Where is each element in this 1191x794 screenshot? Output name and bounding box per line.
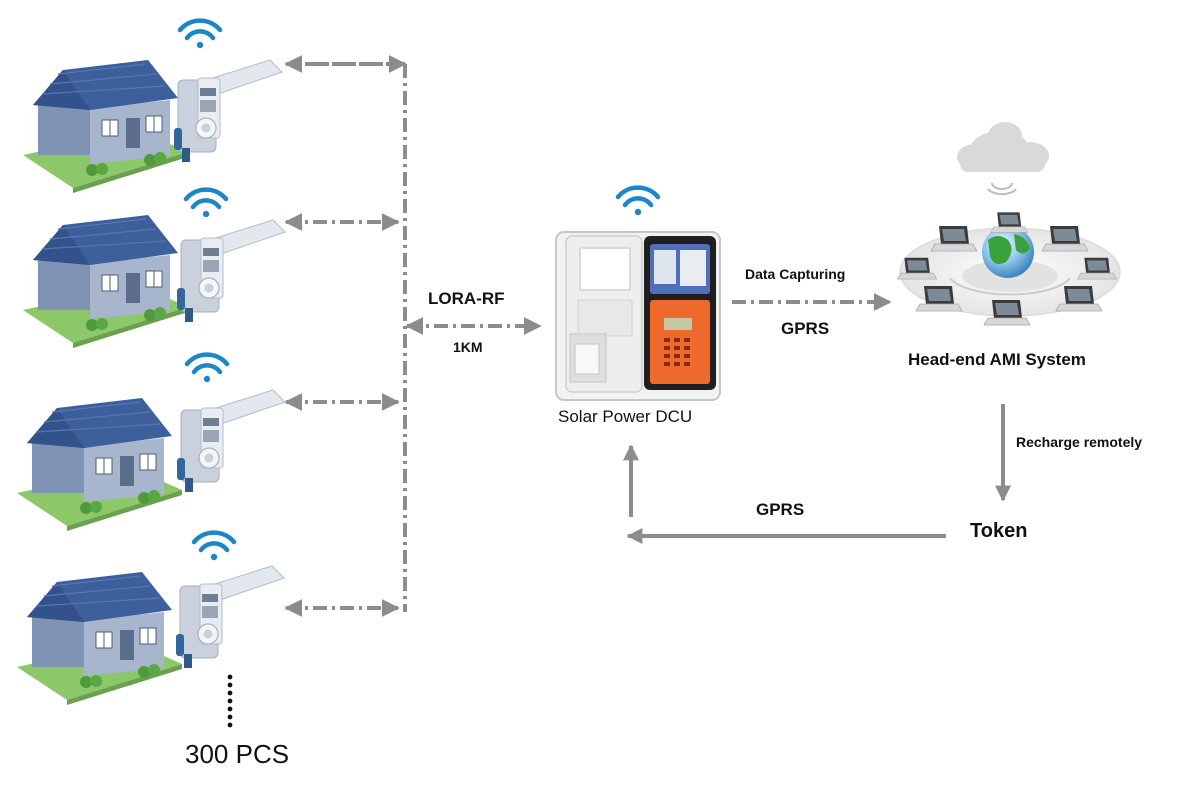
house-icon (16, 59, 189, 706)
lora-links (284, 55, 542, 617)
gprs-top-label: GPRS (781, 319, 830, 338)
gprs-bottom-label: GPRS (756, 500, 805, 519)
dcu-label: Solar Power DCU (558, 407, 693, 426)
return-path-arrows (623, 404, 1011, 544)
distance-label: 1KM (453, 339, 483, 355)
headend-label: Head-end AMI System (908, 350, 1086, 369)
cloud-icon (957, 122, 1049, 196)
dcu-cabinet-icon (555, 231, 721, 401)
smart-meter-icon (173, 59, 286, 669)
recharge-label: Recharge remotely (1016, 434, 1143, 450)
globe-network-icon (897, 212, 1121, 326)
count-label: 300 PCS (185, 739, 290, 769)
token-label: Token (970, 520, 1028, 542)
continuation-dots (227, 674, 233, 728)
data-capturing-label: Data Capturing (745, 266, 846, 282)
lora-rf-label: LORA-RF (428, 289, 505, 308)
globe-icon (982, 226, 1034, 278)
